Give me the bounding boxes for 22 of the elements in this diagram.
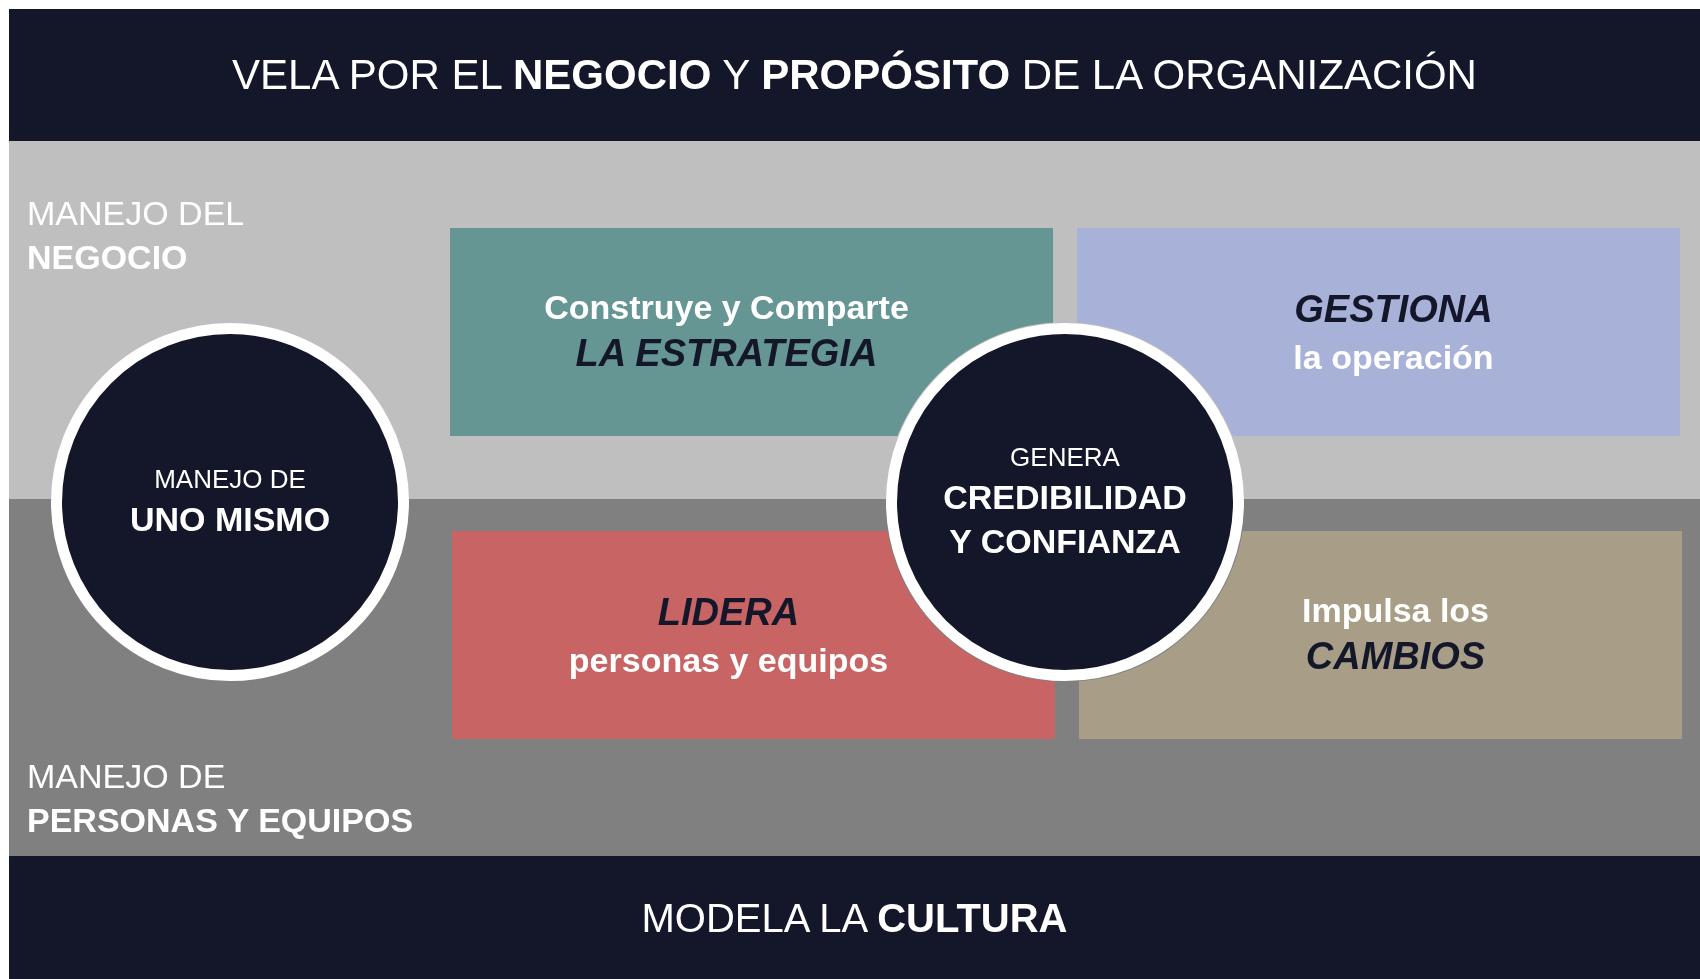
section-label: MANEJO DE xyxy=(27,756,227,797)
label-text: Construye y Comparte xyxy=(544,287,909,329)
label-text: CREDIBILIDAD Y CONFIANZA xyxy=(942,476,1188,562)
label-text: LA ESTRATEGIA xyxy=(575,331,878,377)
competency-box xyxy=(450,228,1053,436)
label-text: GESTIONA xyxy=(1294,287,1493,333)
banner-text: VELA POR EL NEGOCIO Y PROPÓSITO DE LA ORGANIZACIÓN xyxy=(232,49,1477,100)
label-text: MANEJO DE xyxy=(154,463,306,496)
label-text: Impulsa los xyxy=(1301,590,1490,632)
label-text: CAMBIOS xyxy=(1305,634,1486,680)
label-text: LIDERA xyxy=(657,590,800,636)
section-label: MANEJO DEL xyxy=(27,193,246,234)
label-text: GENERA xyxy=(1010,440,1120,474)
section-label: PERSONAS Y EQUIPOS xyxy=(27,800,415,842)
label-text: personas y equipos xyxy=(568,639,889,681)
label-text: la operación xyxy=(1293,336,1494,378)
label-text: UNO MISMO xyxy=(128,498,332,540)
banner-text: MODELA LA CULTURA xyxy=(641,894,1068,942)
competency-box xyxy=(1077,228,1680,436)
footer-band xyxy=(9,856,1700,979)
section-label: NEGOCIO xyxy=(27,237,189,279)
header-band xyxy=(9,9,1700,141)
